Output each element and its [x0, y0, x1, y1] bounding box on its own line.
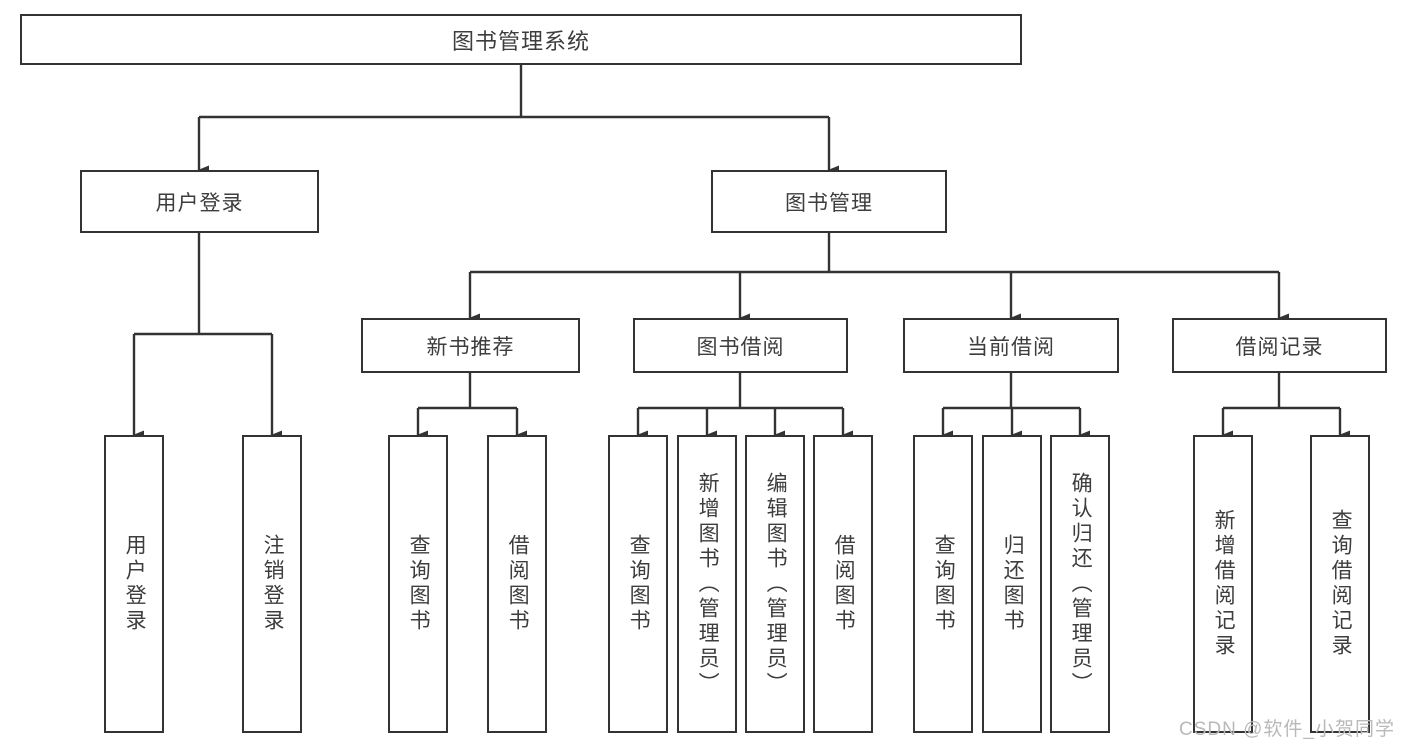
node-leaf-borrow-lend[interactable]: 借阅图书: [813, 435, 873, 733]
node-leaf-borrow-add[interactable]: 新增图书（管理员）: [677, 435, 737, 733]
conn-book-borrow: [636, 373, 853, 440]
node-leaf-rec-search[interactable]: 查询借阅记录: [1310, 435, 1370, 733]
node-leaf-borrow-query[interactable]: 查询图书: [608, 435, 668, 733]
conn-user-login: [132, 233, 282, 440]
node-leaf-rec-query[interactable]: 查询图书: [388, 435, 448, 733]
node-label: 查询图书: [407, 534, 431, 634]
node-label: 编辑图书（管理员）: [764, 471, 788, 697]
node-label: 借阅图书: [832, 534, 856, 634]
node-root[interactable]: 图书管理系统: [20, 14, 1022, 65]
node-label: 归还图书: [1001, 534, 1025, 634]
node-label: 查询图书: [932, 534, 956, 634]
node-current-borrow[interactable]: 当前借阅: [903, 318, 1119, 373]
node-label: 新增借阅记录: [1212, 509, 1236, 659]
node-label: 新增图书（管理员）: [696, 471, 720, 697]
node-label: 借阅记录: [1235, 335, 1324, 359]
node-label: 注销登录: [261, 534, 285, 634]
node-leaf-user-login[interactable]: 用户登录: [104, 435, 164, 733]
node-book-manage[interactable]: 图书管理: [711, 170, 947, 233]
node-label: 用户登录: [123, 534, 147, 634]
node-leaf-cur-confirm[interactable]: 确认归还（管理员）: [1050, 435, 1110, 733]
node-label: 查询图书: [627, 534, 651, 634]
conn-new-book-rec: [416, 373, 527, 440]
node-leaf-cur-query[interactable]: 查询图书: [913, 435, 973, 733]
node-label: 新书推荐: [426, 335, 515, 359]
node-leaf-borrow-edit[interactable]: 编辑图书（管理员）: [745, 435, 805, 733]
conn-borrow-record: [1221, 373, 1350, 440]
connector-group: [132, 65, 1350, 440]
node-leaf-rec-borrow[interactable]: 借阅图书: [487, 435, 547, 733]
node-new-book-rec[interactable]: 新书推荐: [361, 318, 580, 373]
node-label: 借阅图书: [506, 534, 530, 634]
node-label: 确认归还（管理员）: [1069, 471, 1093, 697]
node-borrow-record[interactable]: 借阅记录: [1172, 318, 1387, 373]
node-label: 图书借阅: [696, 335, 785, 359]
node-label: 查询借阅记录: [1329, 509, 1353, 659]
node-label: 当前借阅: [967, 335, 1055, 359]
node-label: 用户登录: [155, 191, 244, 215]
node-label: 图书管理: [785, 191, 873, 215]
node-leaf-user-logout[interactable]: 注销登录: [242, 435, 302, 733]
node-leaf-rec-add[interactable]: 新增借阅记录: [1193, 435, 1253, 733]
node-user-login[interactable]: 用户登录: [80, 170, 319, 233]
node-leaf-cur-return[interactable]: 归还图书: [982, 435, 1042, 733]
node-book-borrow[interactable]: 图书借阅: [633, 318, 848, 373]
node-label: 图书管理系统: [451, 28, 590, 54]
conn-book-manage: [468, 233, 1289, 323]
conn-current-borrow: [941, 373, 1090, 440]
conn-root: [197, 65, 839, 175]
